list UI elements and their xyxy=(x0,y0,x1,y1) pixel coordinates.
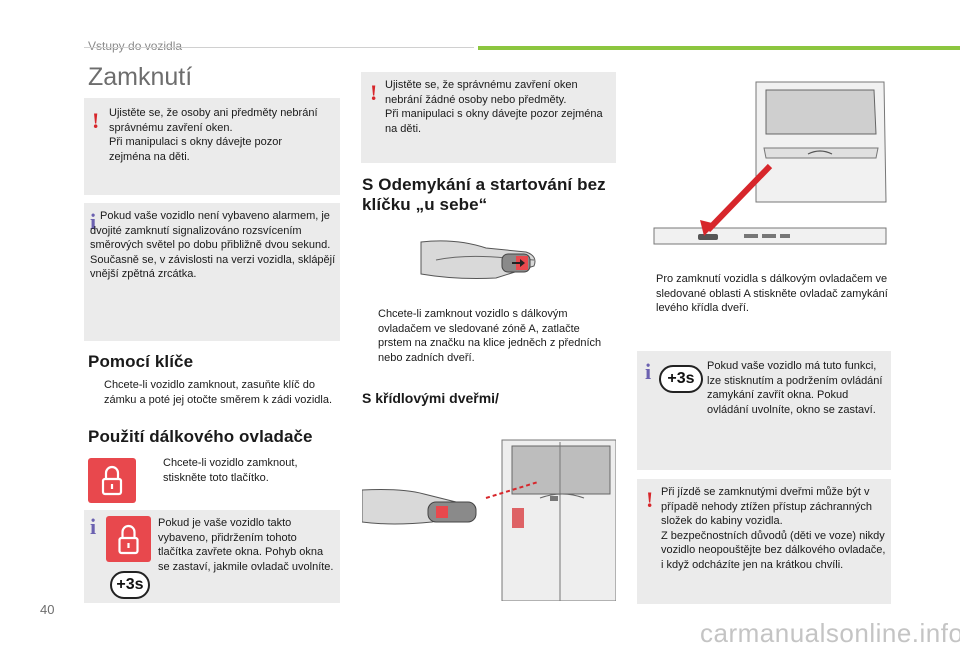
warning-text: Při jízdě se zamknutými dveřmi může být … xyxy=(661,486,886,571)
section-title: Vstupy do vozidla xyxy=(88,39,183,53)
keyless-bullet-text: Chcete-li zamknout vozidlo s dálkovým ov… xyxy=(378,308,602,364)
info-text: Pokud je vaše vozidlo takto vybaveno, př… xyxy=(158,517,334,573)
wing-bullet-text: Pro zamknutí vozidla s dálkovým ovladače… xyxy=(656,273,888,314)
warning-box-windows: ! Ujistěte se, že osoby ani předměty neb… xyxy=(84,98,340,195)
door-handle-illustration xyxy=(416,230,566,290)
info-icon: i xyxy=(90,514,97,539)
info-text: Pokud vaše vozidlo není vybaveno alarmem… xyxy=(90,210,336,280)
key-bullet-text: Chcete-li vozidlo zamknout, zasuňte klíč… xyxy=(104,379,333,406)
van-rear-doors-illustration xyxy=(361,436,617,602)
header-rule xyxy=(84,47,474,48)
info-box-windows-remote: i +3s Pokud je vaše vozidlo takto vybave… xyxy=(84,510,340,603)
watermark: carmanualsonline.info xyxy=(700,618,960,648)
remote-bullet-text: Chcete-li vozidlo zamknout, stiskněte to… xyxy=(163,457,298,484)
heading-remote: Použití dálkového ovladače xyxy=(88,427,313,446)
warning-text: Ujistěte se, že osoby ani předměty nebrá… xyxy=(109,107,318,163)
door-handle-image xyxy=(420,240,536,279)
info-box-windows-wing: i +3s Pokud vaše vozidlo má tuto funkci,… xyxy=(637,351,891,470)
warning-box-emergency: ! Při jízdě se zamknutými dveřmi může bý… xyxy=(637,479,891,604)
heading-key: Pomocí klíče xyxy=(88,352,194,371)
hold-3s-badge: +3s xyxy=(110,571,150,599)
tailgate-image xyxy=(653,81,887,245)
lock-icon xyxy=(101,465,123,496)
warning-text: Ujistěte se, že správnému zavření oken n… xyxy=(385,79,603,135)
info-text: Pokud vaše vozidlo má tuto funkci, lze s… xyxy=(707,360,883,416)
page-title: Zamknutí xyxy=(88,63,193,91)
warning-icon: ! xyxy=(92,108,100,133)
header-accent-bar xyxy=(478,46,960,50)
info-icon: i xyxy=(645,359,652,384)
lock-icon xyxy=(118,524,139,555)
info-icon: i xyxy=(90,209,97,234)
page-number: 40 xyxy=(40,602,55,617)
info-box-alarm: i Pokud vaše vozidlo není vybaveno alarm… xyxy=(84,203,340,341)
lock-button-image xyxy=(106,516,151,562)
heading-wing-doors: S křídlovými dveřmi/ xyxy=(362,390,499,406)
heading-keyless: S Odemykání a startování bez klíčku „u s… xyxy=(362,175,606,214)
hold-3s-badge: +3s xyxy=(659,365,703,393)
warning-icon: ! xyxy=(370,80,378,105)
warning-icon: ! xyxy=(646,487,654,512)
tailgate-illustration xyxy=(648,78,890,268)
van-rear-image xyxy=(361,439,617,602)
warning-box-windows-2: ! Ujistěte se, že správnému zavření oken… xyxy=(361,72,616,163)
lock-button-image xyxy=(88,458,136,503)
